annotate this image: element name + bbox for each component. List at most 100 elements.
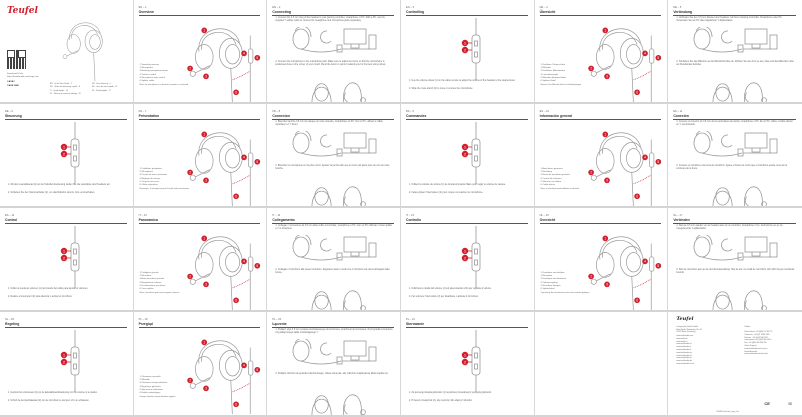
- website-link[interactable]: www.teufelaudio.fr: [676, 349, 692, 351]
- svg-text:1: 1: [464, 249, 466, 253]
- legend-item: 1 Auriculares giratorios: [540, 168, 563, 170]
- svg-text:1: 1: [203, 341, 205, 345]
- callout-marker-2: 2: [186, 377, 193, 384]
- page-title: Overview: [138, 10, 154, 14]
- title-divider: [138, 119, 261, 120]
- microphone-position-illustration: [708, 285, 768, 310]
- legend-item: 3 Draaibare microfoonarm: [540, 278, 567, 281]
- callout-marker-2: 2: [587, 65, 594, 72]
- legend-item: 5 Silenciar micrófono: [540, 180, 562, 183]
- step-1-text: 1. Branchez la fiche 3,5 mm du casque su…: [275, 121, 383, 126]
- website-link[interactable]: www.teufelaudio.pl: [676, 354, 692, 357]
- phone-line: Fax: +49 (0)30 300 930 930: [744, 342, 767, 345]
- page-number: DE – 6: [5, 110, 13, 113]
- svg-text:1: 1: [604, 133, 606, 137]
- page-number: NL – 16: [539, 214, 549, 217]
- callout-marker-5: 5: [655, 158, 661, 165]
- title-divider: [272, 327, 394, 328]
- svg-text:6: 6: [235, 298, 237, 302]
- step-2-text: 2. Faites glisser l’interrupteur (2) pou…: [409, 192, 484, 194]
- legend-item: 6 Cavo splitter: [139, 288, 154, 291]
- svg-text:4: 4: [644, 156, 646, 160]
- phone-line: www.teufelaudio.com/kontakt: [744, 353, 768, 356]
- legend-item: 1 Swiveling earcups: [139, 64, 160, 66]
- download-url: https://teufelaudio.com/cage-one: [7, 76, 39, 78]
- callout-marker-1: 1: [60, 143, 68, 151]
- callout-marker-1: 1: [461, 39, 469, 47]
- language-index-entry: ES · Guía de inicio rápido · 11: [92, 86, 118, 89]
- callout-marker-4: 4: [240, 258, 247, 265]
- svg-text:1: 1: [464, 353, 466, 357]
- svg-text:2: 2: [63, 360, 65, 364]
- website-link[interactable]: www.teufelaudio.es: [676, 351, 692, 354]
- svg-text:2: 2: [590, 275, 592, 279]
- svg-text:4: 4: [644, 52, 646, 56]
- microphone-position-illustration: [307, 389, 367, 415]
- callout-marker-5: 5: [254, 54, 260, 61]
- step-2-text: 2. Far scorrere l’interruttore (2) per d…: [409, 296, 479, 298]
- step-2-text: 2. Deslice el interruptor (2) para silen…: [8, 296, 73, 298]
- step-1-text: 1. Collegare il connettore da 3,5 mm del…: [275, 225, 393, 230]
- language-index-entry: PL · Skrócona instrukcja obsługi · 20: [50, 92, 81, 95]
- callout-marker-6: 6: [633, 89, 640, 96]
- callout-marker-5: 5: [655, 262, 661, 269]
- step-2-text: 2. Conecte el micrófono a la toma de mic…: [676, 165, 788, 170]
- legend-item: 5 Microphone mute switch: [139, 76, 166, 79]
- phone-line: International: +49 (0)30 300 930 0: [744, 339, 772, 342]
- website-link[interactable]: www.teufelaudio.com: [676, 335, 694, 337]
- phone-line: Österreich: +43 (0)1 9280 7060: [744, 333, 770, 336]
- website-link[interactable]: www.teufel.de: [676, 337, 688, 340]
- page-title: Verbindung: [673, 10, 692, 14]
- page-title: Overzicht: [539, 218, 556, 222]
- page-title: Panoramica: [138, 218, 158, 222]
- page-number: DE – 5: [673, 6, 682, 9]
- legend-item: 4 Regolazione volume: [139, 281, 162, 284]
- page-number: IT – 15: [406, 214, 415, 217]
- callout-marker-5: 5: [254, 158, 260, 165]
- svg-text:5: 5: [256, 160, 258, 164]
- website-link[interactable]: www.teufelaudio.nl: [676, 343, 692, 346]
- svg-text:2: 2: [464, 152, 466, 156]
- callout-marker-2: 2: [461, 254, 469, 262]
- website-link[interactable]: www.teufelaudio.be: [676, 360, 692, 363]
- legend-item: 6 Câble répartiteur: [139, 184, 158, 187]
- weee-icon: ☒: [788, 401, 792, 406]
- page-number: IT – 14: [272, 214, 281, 217]
- svg-text:2: 2: [189, 67, 191, 71]
- teufel-logo: Teufel: [676, 316, 694, 322]
- phone-line: Kontaktformular:: [744, 350, 758, 353]
- website-link[interactable]: www.teufel.ch: [676, 340, 688, 343]
- svg-text:4: 4: [644, 260, 646, 264]
- svg-text:3: 3: [606, 179, 608, 183]
- step-2-text: 2. Schieben Sie den Stummschalter (2), u…: [8, 192, 96, 194]
- page-title: Controlling: [406, 10, 425, 14]
- microphone-position-illustration: [708, 77, 768, 102]
- svg-text:2: 2: [590, 171, 592, 175]
- language-index-entry: EN · Quick Start Guide · 2: [50, 83, 72, 85]
- svg-text:1: 1: [203, 133, 205, 137]
- legend-item: 2 Micrófono: [540, 171, 553, 174]
- website-link[interactable]: www.teufelaudio.it: [676, 346, 691, 349]
- legend-item: 2 Microfoon: [540, 275, 553, 278]
- microphone-position-illustration: [708, 181, 768, 206]
- legend-item: 5 Microfoon dempen: [540, 284, 561, 287]
- website-link[interactable]: www.teufelaudio.co.uk: [676, 363, 695, 365]
- svg-text:6: 6: [235, 194, 237, 198]
- page-number: NL – 18: [5, 318, 14, 321]
- website-link[interactable]: www.teufelaudio.at: [676, 357, 692, 360]
- callout-marker-1: 1: [602, 235, 608, 242]
